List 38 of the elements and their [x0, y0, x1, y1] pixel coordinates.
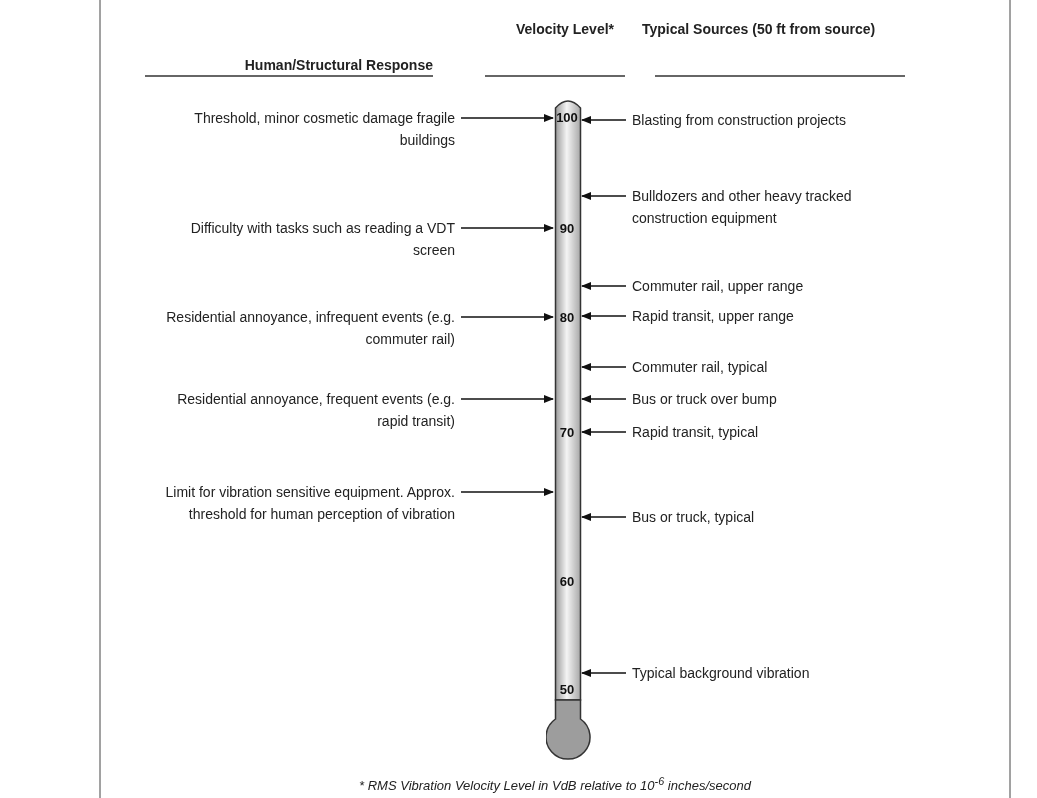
- arrow: [460, 488, 554, 496]
- source-text: Bulldozers and other heavy tracked construction equipment: [632, 185, 922, 229]
- arrow: [581, 428, 627, 436]
- scale-value: 70: [558, 425, 576, 440]
- column-heading: Human/Structural Response: [243, 56, 433, 74]
- source-text: Commuter rail, typical: [632, 356, 922, 378]
- column-heading: Typical Sources (50 ft from source): [642, 20, 877, 38]
- scale-value: 100: [555, 110, 579, 125]
- arrow: [460, 395, 554, 403]
- arrow: [581, 282, 627, 290]
- source-text: Rapid transit, typical: [632, 421, 922, 443]
- arrow: [460, 313, 554, 321]
- response-text: Residential annoyance, frequent events (e.g. rapid transit): [155, 388, 455, 432]
- scale-value: 60: [558, 574, 576, 589]
- scale-value: 50: [558, 682, 576, 697]
- source-text: Bus or truck over bump: [632, 388, 922, 410]
- response-text: Threshold, minor cosmetic damage fragile buildings: [155, 107, 455, 151]
- arrow: [581, 312, 627, 320]
- response-text: Limit for vibration sensitive equipment. Approx. threshold for human perception of vibration: [155, 481, 455, 525]
- column-heading: Velocity Level*: [514, 20, 616, 38]
- response-text: Difficulty with tasks such as reading a VDT screen: [155, 217, 455, 261]
- arrow: [581, 395, 627, 403]
- response-text: Residential annoyance, infrequent events (e.g. commuter rail): [155, 306, 455, 350]
- source-text: Bus or truck, typical: [632, 506, 922, 528]
- scale-value: 90: [558, 221, 576, 236]
- source-text: Blasting from construction projects: [632, 109, 922, 131]
- source-text: Rapid transit, upper range: [632, 305, 922, 327]
- arrow: [581, 513, 627, 521]
- arrow: [460, 114, 554, 122]
- source-text: Commuter rail, upper range: [632, 275, 922, 297]
- arrow: [581, 116, 627, 124]
- arrow: [581, 192, 627, 200]
- source-text: Typical background vibration: [632, 662, 922, 684]
- footnote: * RMS Vibration Velocity Level in VdB relative to 10$^{-6}$ inches/second: [358, 774, 753, 796]
- arrow: [581, 363, 627, 371]
- arrow: [460, 224, 554, 232]
- arrow: [581, 669, 627, 677]
- scale-value: 80: [558, 310, 576, 325]
